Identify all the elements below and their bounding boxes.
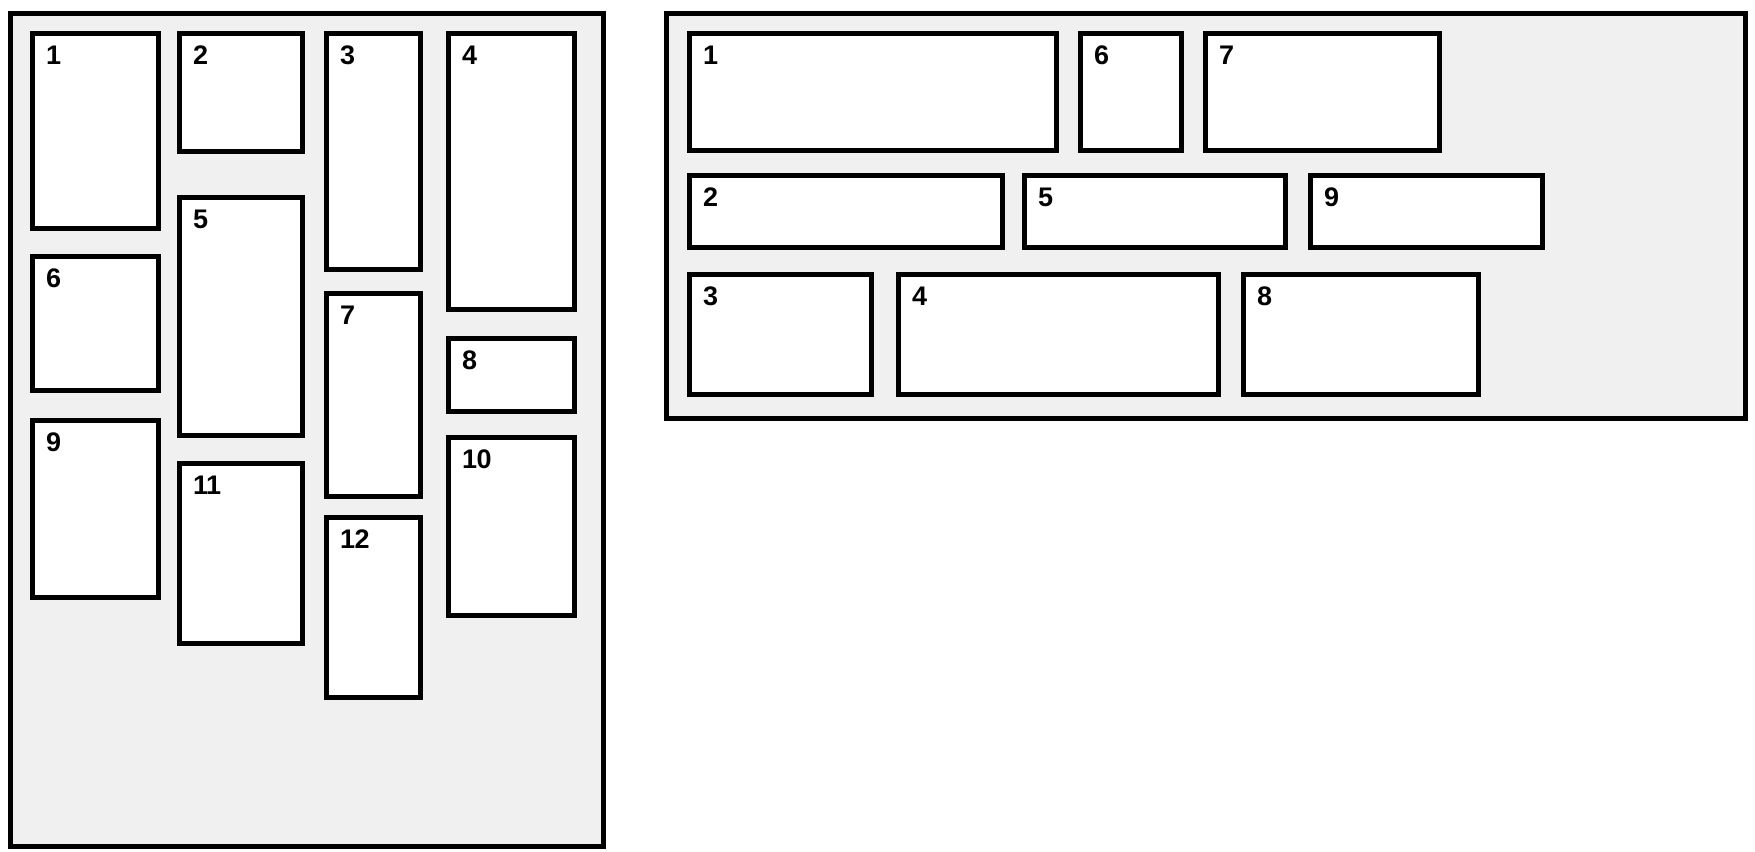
box-3[interactable]: 3 xyxy=(687,272,874,397)
box-label: 2 xyxy=(703,182,718,212)
box-label: 8 xyxy=(1257,281,1272,311)
box-label: 2 xyxy=(193,40,208,70)
box-5[interactable]: 5 xyxy=(177,195,305,438)
box-11[interactable]: 11 xyxy=(177,461,305,646)
right-panel: 1 6 7 2 5 9 3 4 8 xyxy=(664,11,1748,421)
box-label: 3 xyxy=(340,40,355,70)
box-6[interactable]: 6 xyxy=(30,254,161,393)
box-label: 9 xyxy=(1324,182,1339,212)
box-5[interactable]: 5 xyxy=(1022,173,1288,250)
box-1[interactable]: 1 xyxy=(30,31,161,231)
box-label: 12 xyxy=(340,524,370,554)
box-7[interactable]: 7 xyxy=(324,291,423,499)
box-label: 1 xyxy=(46,40,61,70)
box-10[interactable]: 10 xyxy=(446,435,577,618)
box-label: 3 xyxy=(703,281,718,311)
box-7[interactable]: 7 xyxy=(1203,31,1442,153)
box-label: 5 xyxy=(193,204,208,234)
box-4[interactable]: 4 xyxy=(446,31,577,312)
box-12[interactable]: 12 xyxy=(324,515,423,700)
box-label: 4 xyxy=(462,40,477,70)
box-4[interactable]: 4 xyxy=(896,272,1221,397)
box-label: 7 xyxy=(1219,40,1234,70)
box-label: 6 xyxy=(1094,40,1109,70)
box-1[interactable]: 1 xyxy=(687,31,1059,153)
box-6[interactable]: 6 xyxy=(1078,31,1184,153)
box-label: 5 xyxy=(1038,182,1053,212)
box-2[interactable]: 2 xyxy=(687,173,1005,250)
box-9[interactable]: 9 xyxy=(30,418,161,600)
box-label: 10 xyxy=(462,444,492,474)
box-label: 6 xyxy=(46,263,61,293)
box-9[interactable]: 9 xyxy=(1308,173,1545,250)
box-label: 7 xyxy=(340,300,355,330)
box-label: 4 xyxy=(912,281,927,311)
box-2[interactable]: 2 xyxy=(177,31,305,154)
box-label: 1 xyxy=(703,40,718,70)
box-label: 8 xyxy=(462,345,477,375)
box-label: 11 xyxy=(193,470,221,500)
box-8[interactable]: 8 xyxy=(1241,272,1481,397)
box-3[interactable]: 3 xyxy=(324,31,423,272)
box-label: 9 xyxy=(46,427,61,457)
box-8[interactable]: 8 xyxy=(446,336,577,414)
